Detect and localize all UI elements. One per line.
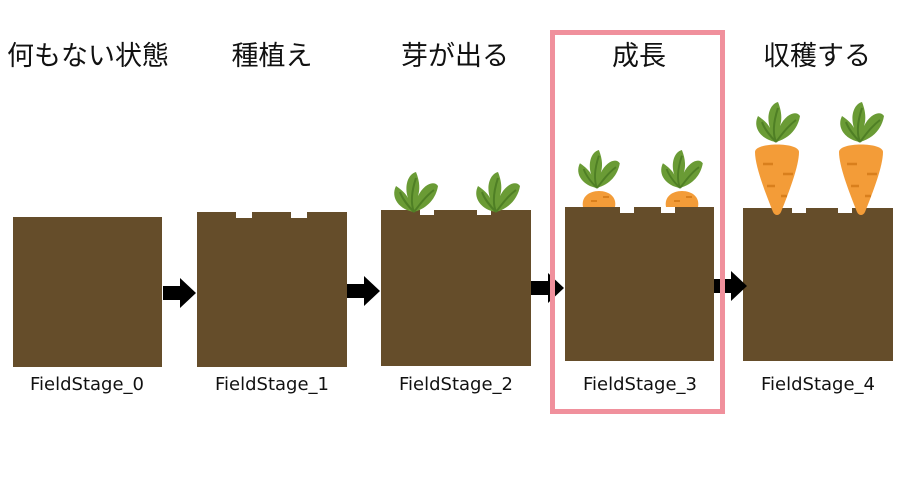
- stage-1-label: FieldStage_1: [214, 374, 329, 395]
- right-arrow-icon: [163, 278, 196, 308]
- field-stage-3: [565, 149, 714, 361]
- stage-0-label: FieldStage_0: [29, 374, 144, 395]
- right-arrow-icon: [714, 271, 747, 301]
- field-stage-0: [13, 217, 162, 367]
- field-stage-1: [197, 208, 347, 367]
- field-stage-4: [743, 101, 893, 361]
- stage-0-title: 何もない状態: [7, 41, 169, 72]
- soil-gap: [838, 205, 852, 213]
- soil-block: [197, 212, 347, 367]
- soil-gap: [477, 207, 491, 215]
- soil-gap: [661, 205, 675, 213]
- soil-gap: [620, 205, 634, 213]
- seed-hole: [291, 208, 307, 218]
- soil-block: [565, 207, 714, 361]
- right-arrow-icon: [347, 276, 380, 306]
- soil-block: [13, 217, 162, 367]
- sprout-icon: [755, 101, 801, 143]
- carrot-icon: [753, 143, 801, 217]
- stage-3-label: FieldStage_3: [582, 374, 697, 395]
- field-stage-2: [381, 171, 531, 366]
- stage-2-title: 芽が出る: [401, 41, 509, 72]
- sprout-icon: [839, 101, 885, 143]
- stage-3-title: 成長: [612, 41, 666, 72]
- right-arrow-icon: [531, 273, 564, 303]
- soil-gap: [420, 207, 434, 215]
- stage-1-title: 種植え: [231, 41, 313, 72]
- carrot-icon: [837, 143, 885, 217]
- stage-2-label: FieldStage_2: [398, 374, 513, 395]
- soil-gap: [792, 205, 806, 213]
- soil-block: [381, 210, 531, 366]
- sprout-icon: [475, 171, 521, 213]
- stage-4-label: FieldStage_4: [760, 374, 875, 395]
- stage-3-highlight-box: [550, 30, 725, 414]
- stage-4-title: 収穫する: [763, 41, 871, 72]
- soil-block: [743, 208, 893, 361]
- seed-hole: [236, 208, 252, 218]
- sprout-icon: [393, 171, 439, 213]
